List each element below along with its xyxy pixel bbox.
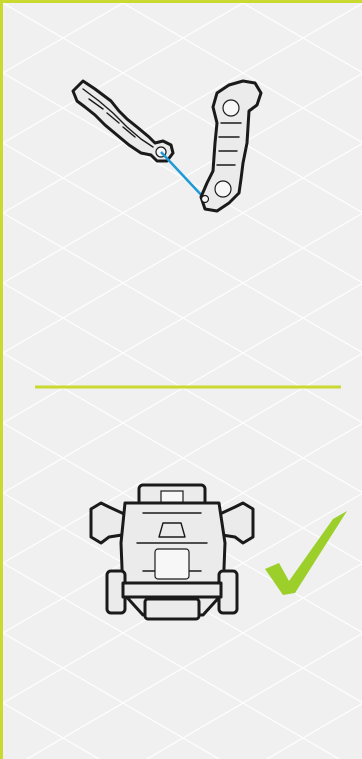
instruction-canvas bbox=[3, 3, 362, 759]
isometric-grid-background bbox=[3, 3, 362, 759]
